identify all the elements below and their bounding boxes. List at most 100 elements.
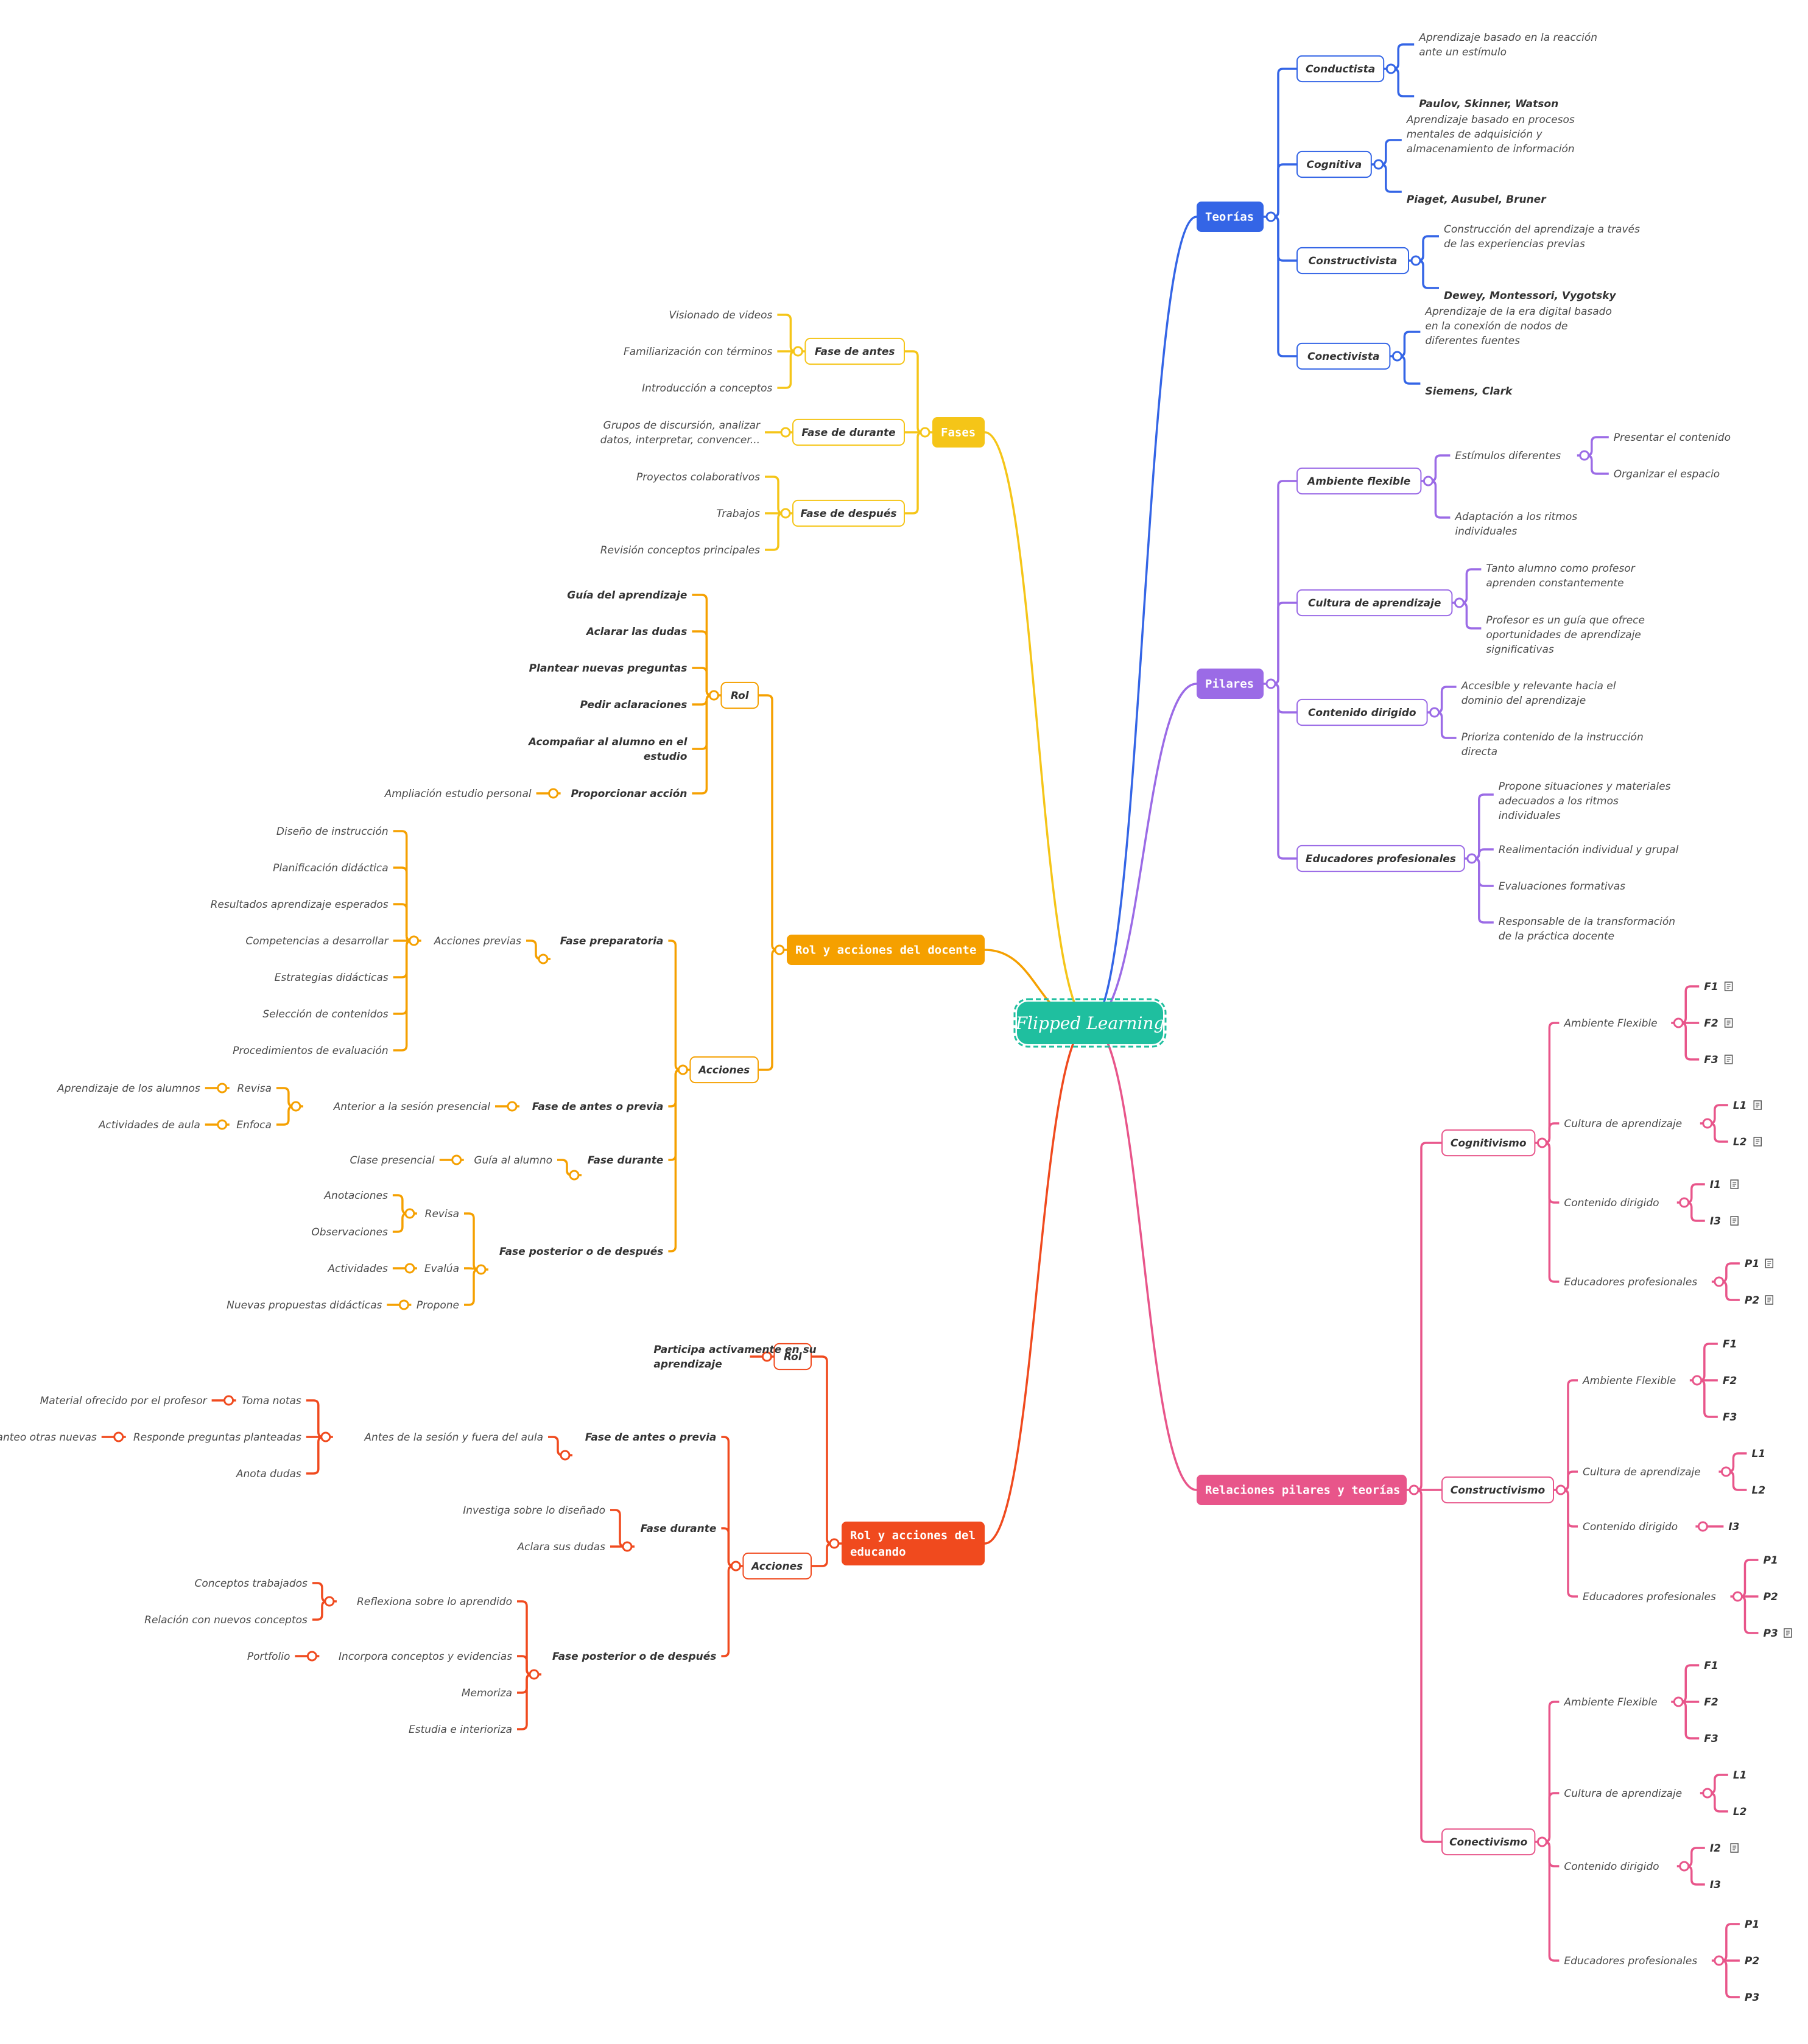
main-node-relaciones[interactable] [1197, 1475, 1407, 1505]
pillar-node[interactable] [1296, 467, 1422, 495]
theory-node[interactable] [1296, 247, 1409, 275]
note-icon[interactable] [1765, 1295, 1774, 1305]
collapse-toggle[interactable] [507, 1101, 518, 1112]
note-icon[interactable] [1724, 982, 1733, 991]
collapse-toggle[interactable] [829, 1538, 840, 1549]
note-icon[interactable] [1784, 1628, 1792, 1638]
pillar-node[interactable] [1296, 845, 1465, 873]
connector-line [1561, 1489, 1578, 1528]
collapse-toggle[interactable] [1385, 63, 1396, 74]
collapse-toggle[interactable] [1702, 1788, 1713, 1799]
collapse-toggle[interactable] [529, 1669, 540, 1680]
collapse-toggle[interactable] [1423, 476, 1433, 486]
collapse-toggle[interactable] [324, 1596, 335, 1607]
collapse-toggle[interactable] [1673, 1696, 1684, 1707]
teacher-role-node[interactable] [720, 681, 759, 709]
student-before-leaf: Material ofrecido por el profesor [40, 1395, 208, 1407]
pillar-node[interactable] [1296, 698, 1428, 726]
collapse-toggle[interactable] [708, 690, 719, 701]
student-after-item: Reflexiona sobre lo aprendido [357, 1596, 512, 1608]
collapse-toggle[interactable] [1692, 1375, 1703, 1386]
collapse-toggle[interactable] [1555, 1484, 1566, 1495]
collapse-toggle[interactable] [1454, 597, 1465, 608]
collapse-toggle[interactable] [1579, 450, 1590, 461]
collapse-toggle[interactable] [1410, 255, 1421, 266]
main-node-teorias[interactable] [1197, 202, 1264, 232]
collapse-toggle[interactable] [1720, 1466, 1731, 1477]
collapse-toggle[interactable] [677, 1064, 688, 1075]
collapse-toggle[interactable] [780, 427, 791, 438]
collapse-toggle[interactable] [1391, 351, 1402, 362]
main-node-relaciones-label: Relaciones pilares y teorías [1205, 1484, 1400, 1497]
main-node-fases[interactable] [932, 417, 985, 448]
theory-node[interactable] [1296, 150, 1372, 178]
note-icon[interactable] [1724, 1055, 1733, 1064]
main-node-educando[interactable] [842, 1522, 985, 1565]
collapse-toggle[interactable] [1697, 1521, 1708, 1532]
collapse-toggle[interactable] [306, 1651, 317, 1662]
collapse-toggle[interactable] [780, 508, 791, 519]
collapse-toggle[interactable] [1714, 1276, 1725, 1287]
collapse-toggle[interactable] [1702, 1118, 1713, 1129]
collapse-toggle[interactable] [761, 1351, 772, 1362]
collapse-toggle[interactable] [569, 1170, 580, 1181]
collapse-toggle[interactable] [404, 1208, 415, 1219]
teacher-role-item: Pedir aclaraciones [580, 699, 688, 711]
collapse-toggle[interactable] [792, 346, 803, 357]
theory-authors: Piaget, Ausubel, Bruner [1407, 194, 1547, 206]
note-icon[interactable] [1753, 1100, 1762, 1110]
collapse-toggle[interactable] [560, 1450, 571, 1461]
collapse-toggle[interactable] [1466, 853, 1477, 864]
collapse-toggle[interactable] [1409, 1484, 1419, 1495]
collapse-toggle[interactable] [1679, 1861, 1690, 1872]
pillar-node[interactable] [1296, 589, 1453, 617]
note-icon[interactable] [1753, 1137, 1762, 1147]
collapse-toggle[interactable] [409, 935, 420, 946]
note-icon[interactable] [1765, 1259, 1774, 1268]
collapse-toggle[interactable] [1679, 1197, 1690, 1208]
note-icon[interactable] [1724, 1018, 1733, 1028]
teacher-actions-node[interactable] [689, 1056, 759, 1084]
student-role-node[interactable] [773, 1343, 812, 1371]
theory-node[interactable] [1296, 55, 1385, 83]
collapse-toggle[interactable] [1673, 1017, 1684, 1028]
collapse-toggle[interactable] [1714, 1955, 1725, 1966]
phase-node[interactable] [804, 337, 906, 365]
collapse-toggle[interactable] [223, 1395, 234, 1406]
note-icon[interactable] [1730, 1179, 1739, 1189]
collapse-toggle[interactable] [476, 1264, 487, 1275]
student-actions-node[interactable] [742, 1552, 812, 1580]
collapse-toggle[interactable] [730, 1561, 741, 1572]
main-node-docente[interactable] [787, 935, 985, 965]
collapse-toggle[interactable] [320, 1431, 331, 1442]
collapse-toggle[interactable] [1536, 1836, 1547, 1847]
collapse-toggle[interactable] [548, 788, 559, 799]
collapse-toggle[interactable] [451, 1154, 462, 1165]
relation-group[interactable] [1441, 1129, 1536, 1157]
collapse-toggle[interactable] [622, 1541, 633, 1552]
collapse-toggle[interactable] [290, 1101, 301, 1112]
phase-node[interactable] [792, 418, 905, 446]
collapse-toggle[interactable] [217, 1083, 228, 1094]
collapse-toggle[interactable] [1265, 211, 1276, 222]
collapse-toggle[interactable] [1536, 1137, 1547, 1148]
collapse-toggle[interactable] [1732, 1591, 1743, 1602]
collapse-toggle[interactable] [1265, 678, 1276, 689]
collapse-toggle[interactable] [774, 944, 785, 955]
relation-group[interactable] [1441, 1476, 1554, 1504]
relation-group[interactable] [1441, 1828, 1536, 1856]
collapse-toggle[interactable] [217, 1119, 228, 1130]
main-node-pilares[interactable] [1197, 669, 1264, 699]
collapse-toggle[interactable] [404, 1263, 415, 1274]
collapse-toggle[interactable] [113, 1431, 124, 1442]
collapse-toggle[interactable] [398, 1299, 409, 1310]
root-node[interactable]: Flipped Learning [1013, 998, 1167, 1048]
note-icon[interactable] [1730, 1843, 1739, 1853]
note-icon[interactable] [1730, 1216, 1739, 1226]
collapse-toggle[interactable] [538, 954, 549, 964]
collapse-toggle[interactable] [920, 427, 930, 438]
phase-node[interactable] [792, 499, 905, 527]
collapse-toggle[interactable] [1373, 159, 1384, 170]
collapse-toggle[interactable] [1429, 707, 1440, 718]
theory-node[interactable] [1296, 342, 1391, 370]
